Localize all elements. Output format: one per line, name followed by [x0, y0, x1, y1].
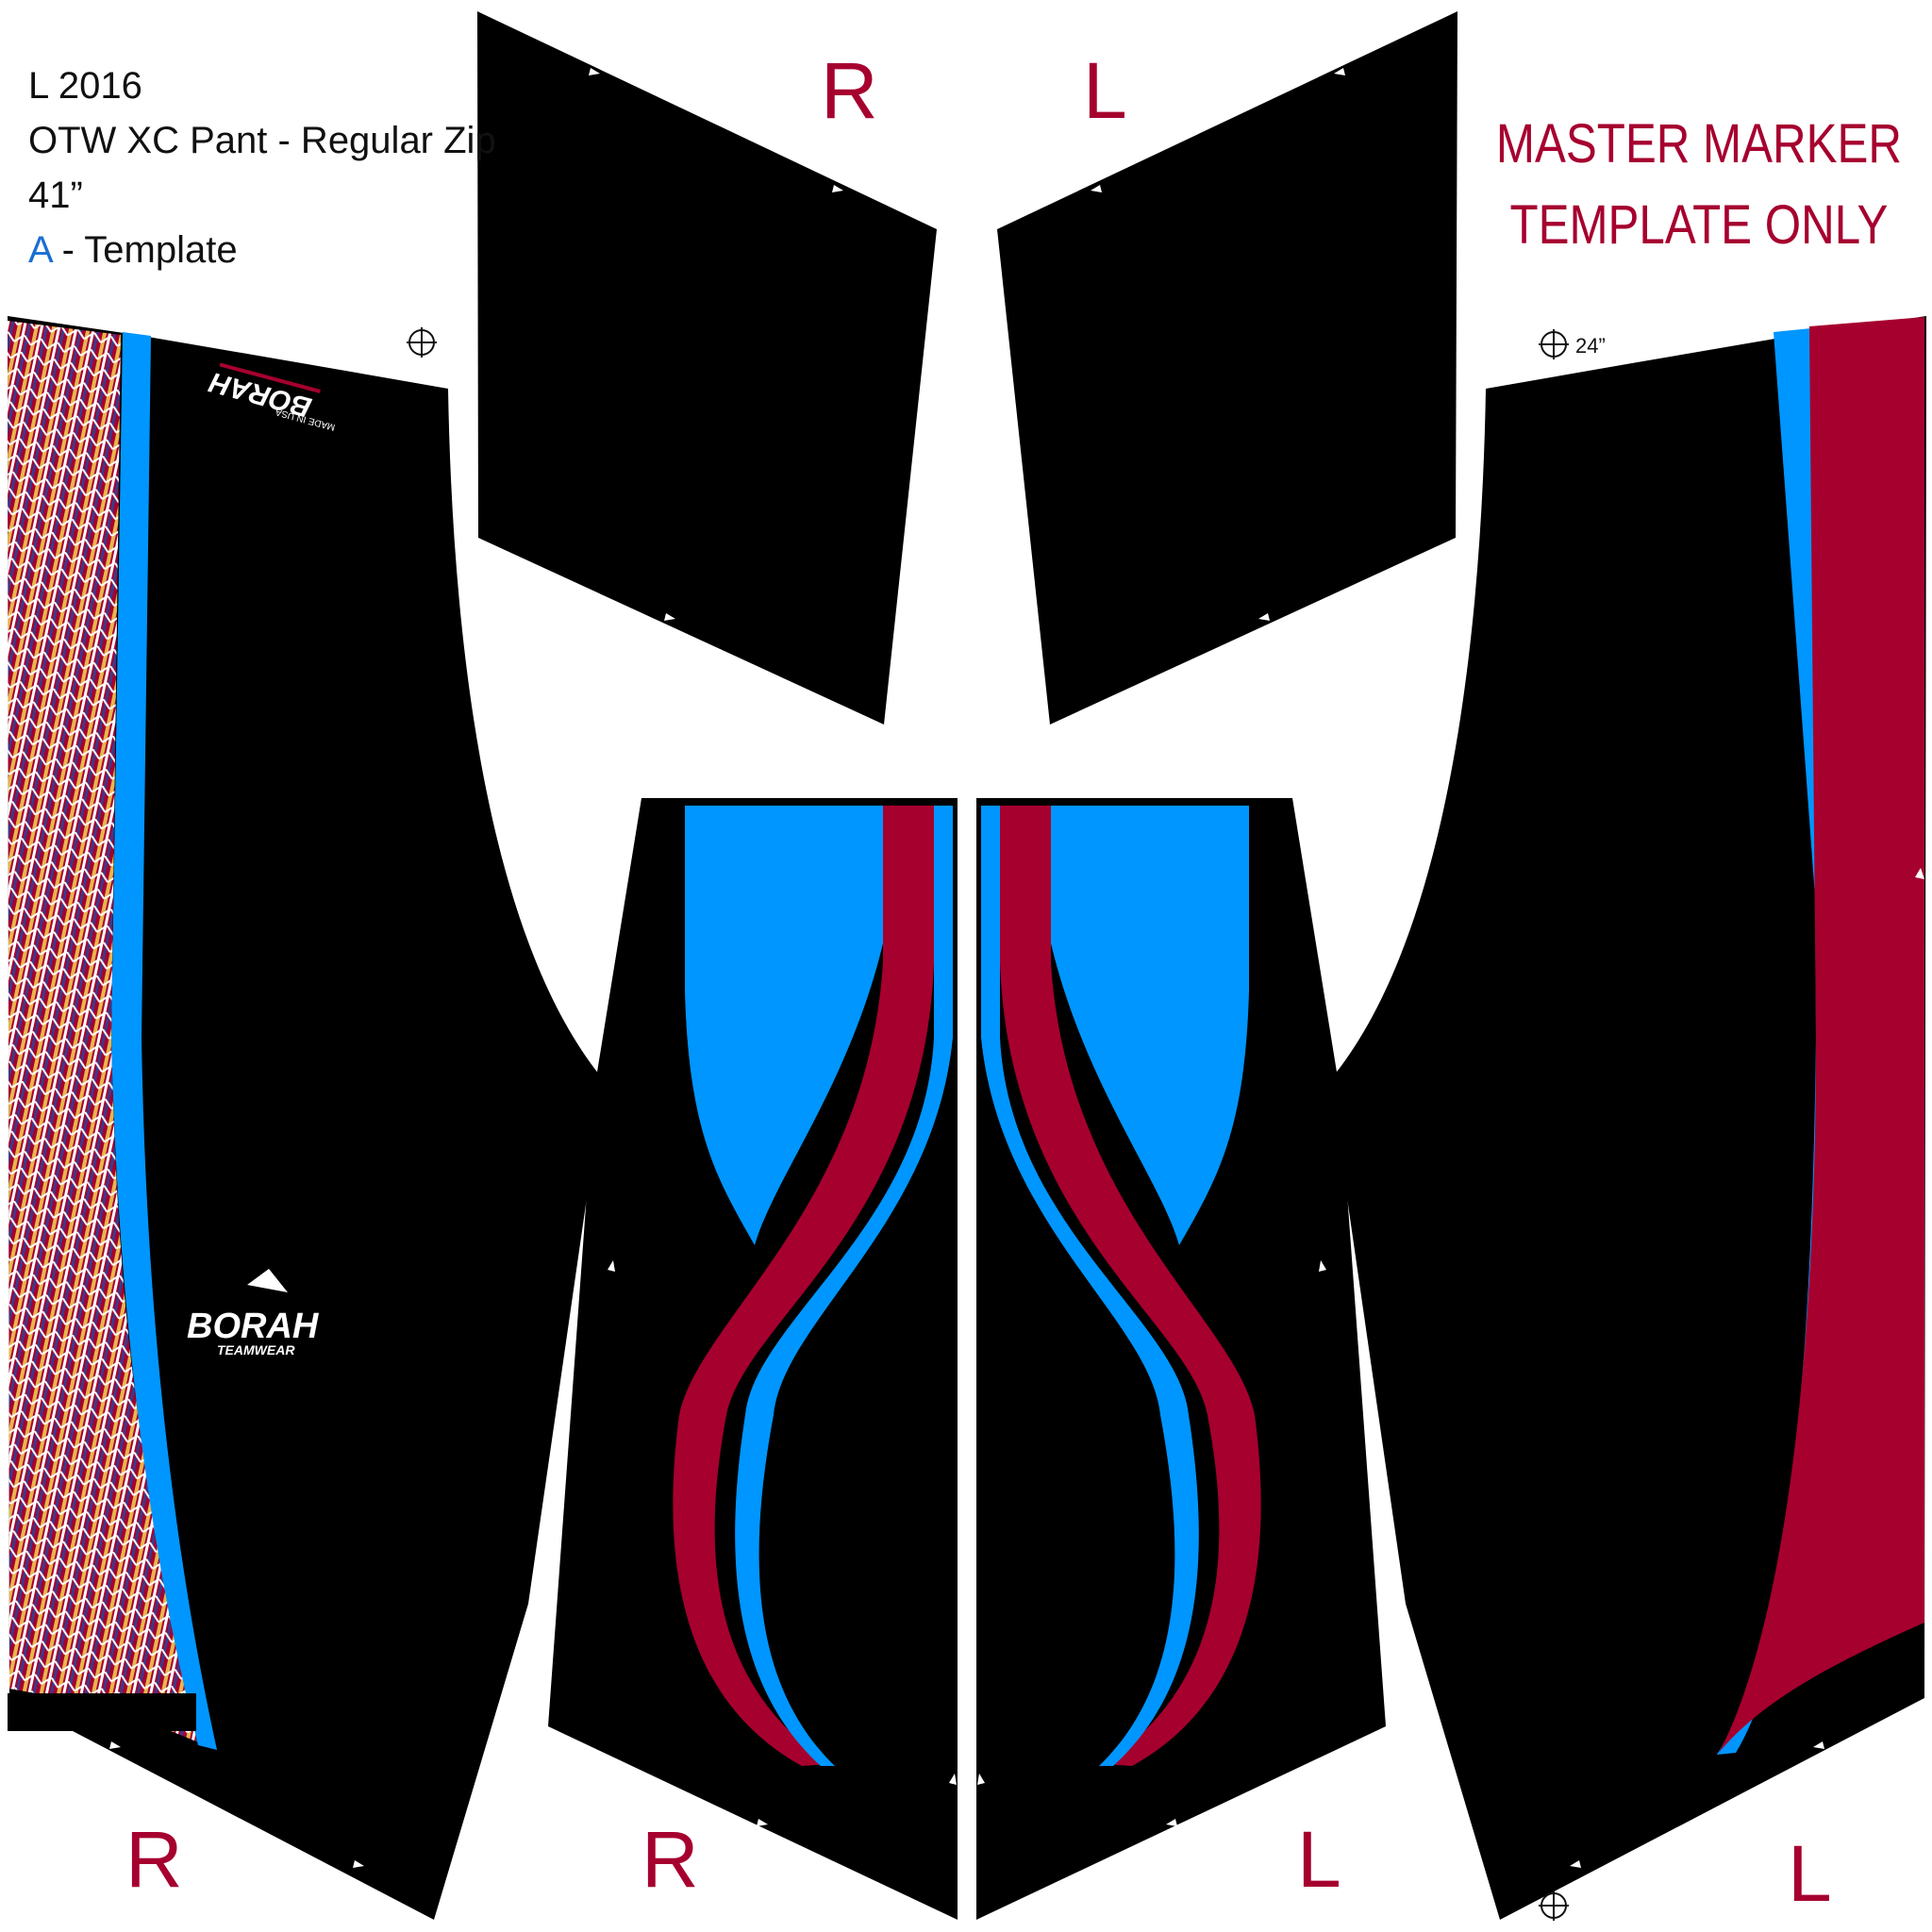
- label-top-left: L: [1083, 46, 1127, 135]
- notch-marker-icon: [1813, 1741, 1824, 1749]
- notch-marker-icon: [1570, 1860, 1581, 1868]
- panel-top-right-waist: [477, 11, 937, 724]
- label-outer-left: L: [1788, 1829, 1832, 1918]
- product-info: L 2016 OTW XC Pant - Regular Zip 41” A -…: [28, 58, 496, 277]
- notice-line-1: MASTER MARKER: [1495, 113, 1902, 175]
- label-inner-right: R: [641, 1815, 699, 1904]
- measure-label: 24”: [1575, 334, 1606, 358]
- svg-text:BORAH: BORAH: [187, 1307, 320, 1346]
- notch-marker-icon: [608, 1260, 615, 1272]
- notch-marker-icon: [589, 68, 600, 75]
- panel-inner-leg-left: [976, 798, 1386, 1920]
- notch-marker-icon: [949, 1774, 957, 1785]
- notch-marker-icon: [664, 613, 675, 621]
- master-marker-notice: MASTER MARKER TEMPLATE ONLY: [1496, 104, 1902, 266]
- size-line: L 2016: [28, 65, 142, 107]
- notch-marker-icon: [1319, 1260, 1326, 1272]
- registration-crosshair-icon: [407, 327, 437, 358]
- registration-crosshair-icon: [1539, 329, 1569, 359]
- panel-outer-leg-left: [1330, 316, 1926, 1920]
- borah-mountain-logo-icon: BORAH TEAMWEAR: [187, 1269, 320, 1357]
- panel-top-left-waist: [997, 11, 1457, 724]
- panel-inner-leg-right: [548, 798, 958, 1920]
- notch-marker-icon: [977, 1774, 985, 1785]
- notice-line-2: TEMPLATE ONLY: [1509, 194, 1889, 256]
- notch-marker-icon: [1091, 185, 1102, 192]
- notch-marker-icon: [1334, 68, 1345, 75]
- borah-care-label: BORAH MADE IN USA: [206, 362, 337, 432]
- notch-marker-icon: [109, 1741, 121, 1749]
- length-line: 41”: [28, 175, 83, 216]
- product-line: OTW XC Pant - Regular Zip: [28, 120, 496, 161]
- label-top-right: R: [821, 46, 878, 135]
- notch-marker-icon: [1258, 613, 1270, 621]
- registration-crosshair-icon: [1539, 1890, 1569, 1921]
- notch-marker-icon: [757, 1819, 768, 1826]
- notch-marker-icon: [1166, 1819, 1177, 1826]
- notch-marker-icon: [832, 185, 843, 192]
- notch-marker-icon: [1915, 868, 1924, 879]
- notch-marker-icon: [353, 1860, 364, 1868]
- svg-text:TEAMWEAR: TEAMWEAR: [217, 1342, 295, 1357]
- label-inner-left: L: [1297, 1815, 1341, 1904]
- label-outer-right: R: [125, 1815, 183, 1904]
- template-line: A - Template: [28, 223, 496, 277]
- panel-outer-leg-right: BORAH MADE IN USA BORAH TEAMWEAR: [8, 316, 604, 1920]
- template-suffix: - Template: [51, 229, 238, 271]
- template-letter: A: [28, 229, 52, 271]
